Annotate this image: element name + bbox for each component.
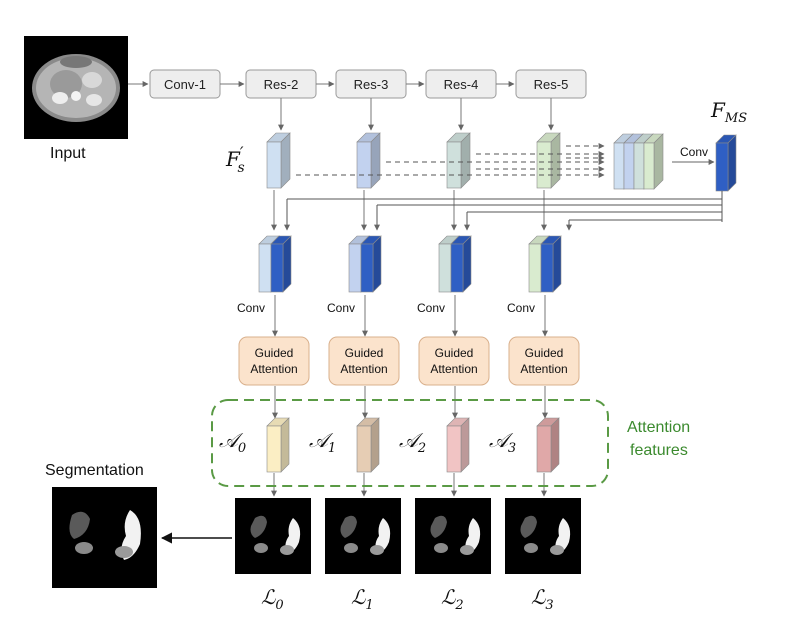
branch-fused-blue-2 <box>450 235 472 293</box>
fs-subscript: s <box>238 160 245 176</box>
loss-mask-image-1 <box>325 498 401 574</box>
branch-conv-label-1: Conv <box>327 301 355 315</box>
branch-fused-blue-1 <box>360 235 382 293</box>
attention-features-label-2: features <box>630 442 688 459</box>
attention-label-0: 𝒜0 <box>219 428 246 456</box>
attention-subscript: 1 <box>328 441 336 456</box>
backbone-block-res-2: Res-2 <box>245 69 317 99</box>
fms-cube <box>715 134 737 192</box>
fs-cube-2 <box>446 132 471 189</box>
concat-stack <box>613 133 664 190</box>
fms-symbol: F <box>710 98 726 122</box>
attention-cube-1 <box>356 417 380 473</box>
guided-attention-line2: Attention <box>430 362 477 376</box>
branch-fused-blue-3 <box>540 235 562 293</box>
branch-conv-label-2: Conv <box>417 301 445 315</box>
guided-attention-line2: Attention <box>520 362 567 376</box>
backbone-block-label: Conv-1 <box>164 77 206 92</box>
attention-cube-2 <box>446 417 470 473</box>
backbone-block-label: Res-5 <box>534 77 569 92</box>
loss-label-1: ℒ1 <box>351 585 374 613</box>
loss-mask-image-3 <box>505 498 581 574</box>
concat-slab-3 <box>643 133 664 190</box>
fms-feature <box>715 134 737 192</box>
branches: ConvGuidedAttention𝒜0ℒ0ConvGuidedAttenti… <box>219 235 581 613</box>
concat-dashed-arrows <box>296 143 605 178</box>
input-image <box>24 36 128 139</box>
attention-cube-0 <box>266 417 290 473</box>
fs-prime: ′ <box>240 143 244 162</box>
attention-label-3: 𝒜3 <box>489 428 516 456</box>
guided-attention-line1: Guided <box>435 346 474 360</box>
input-label: Input <box>50 145 86 162</box>
guided-attention-line2: Attention <box>340 362 387 376</box>
attention-label-1: 𝒜1 <box>309 428 336 456</box>
attention-cube-3 <box>536 417 560 473</box>
fms-label: FMS <box>710 98 747 126</box>
loss-mask-image-2 <box>415 498 491 574</box>
attention-label-2: 𝒜2 <box>399 428 426 456</box>
backbone-block-label: Res-3 <box>354 77 389 92</box>
guided-attention-line1: Guided <box>525 346 564 360</box>
backbone-block-label: Res-4 <box>444 77 479 92</box>
loss-label-2: ℒ2 <box>441 585 464 613</box>
guided-attention-line1: Guided <box>345 346 384 360</box>
loss-mask-image-0 <box>235 498 311 574</box>
fms-subscript: MS <box>724 111 747 126</box>
fs-symbol: F <box>225 147 241 171</box>
segmentation-label: Segmentation <box>45 462 144 479</box>
loss-subscript: 0 <box>275 598 283 613</box>
loss-symbol: ℒ <box>441 585 456 609</box>
loss-symbol: ℒ <box>531 585 546 609</box>
loss-subscript: 2 <box>454 598 463 613</box>
loss-subscript: 1 <box>365 598 373 613</box>
loss-label-0: ℒ0 <box>261 585 284 613</box>
fs-cube-0 <box>266 132 291 189</box>
guided-attention-line2: Attention <box>250 362 297 376</box>
attention-features-label-1: Attention <box>627 419 690 436</box>
fms-fanout-lines <box>284 191 723 231</box>
loss-subscript: 3 <box>545 598 553 613</box>
backbone-block-res-5: Res-5 <box>515 69 587 99</box>
attention-subscript: 2 <box>417 441 426 456</box>
branch-fused-blue-0 <box>270 235 292 293</box>
conv-fms-label: Conv <box>680 145 708 159</box>
fs-features <box>266 98 561 231</box>
backbone-block-res-4: Res-4 <box>425 69 497 99</box>
backbone-block-res-3: Res-3 <box>335 69 407 99</box>
attention-subscript: 0 <box>238 441 246 456</box>
fs-label: F′s <box>225 143 245 176</box>
fs-cube-1 <box>356 132 381 189</box>
loss-symbol: ℒ <box>351 585 366 609</box>
loss-symbol: ℒ <box>261 585 276 609</box>
branch-conv-label-3: Conv <box>507 301 535 315</box>
backbone: Conv-1 Res-2 Res-3 Res-4 Res-5 <box>128 69 587 99</box>
backbone-block-label: Res-2 <box>264 77 299 92</box>
guided-attention-line1: Guided <box>255 346 294 360</box>
attention-features-group <box>211 399 609 487</box>
segmentation-output-image <box>52 487 157 588</box>
fs-cube-3 <box>536 132 561 189</box>
attention-subscript: 3 <box>508 441 516 456</box>
backbone-block-conv-1: Conv-1 <box>149 69 221 99</box>
loss-label-3: ℒ3 <box>531 585 554 613</box>
branch-conv-label-0: Conv <box>237 301 265 315</box>
